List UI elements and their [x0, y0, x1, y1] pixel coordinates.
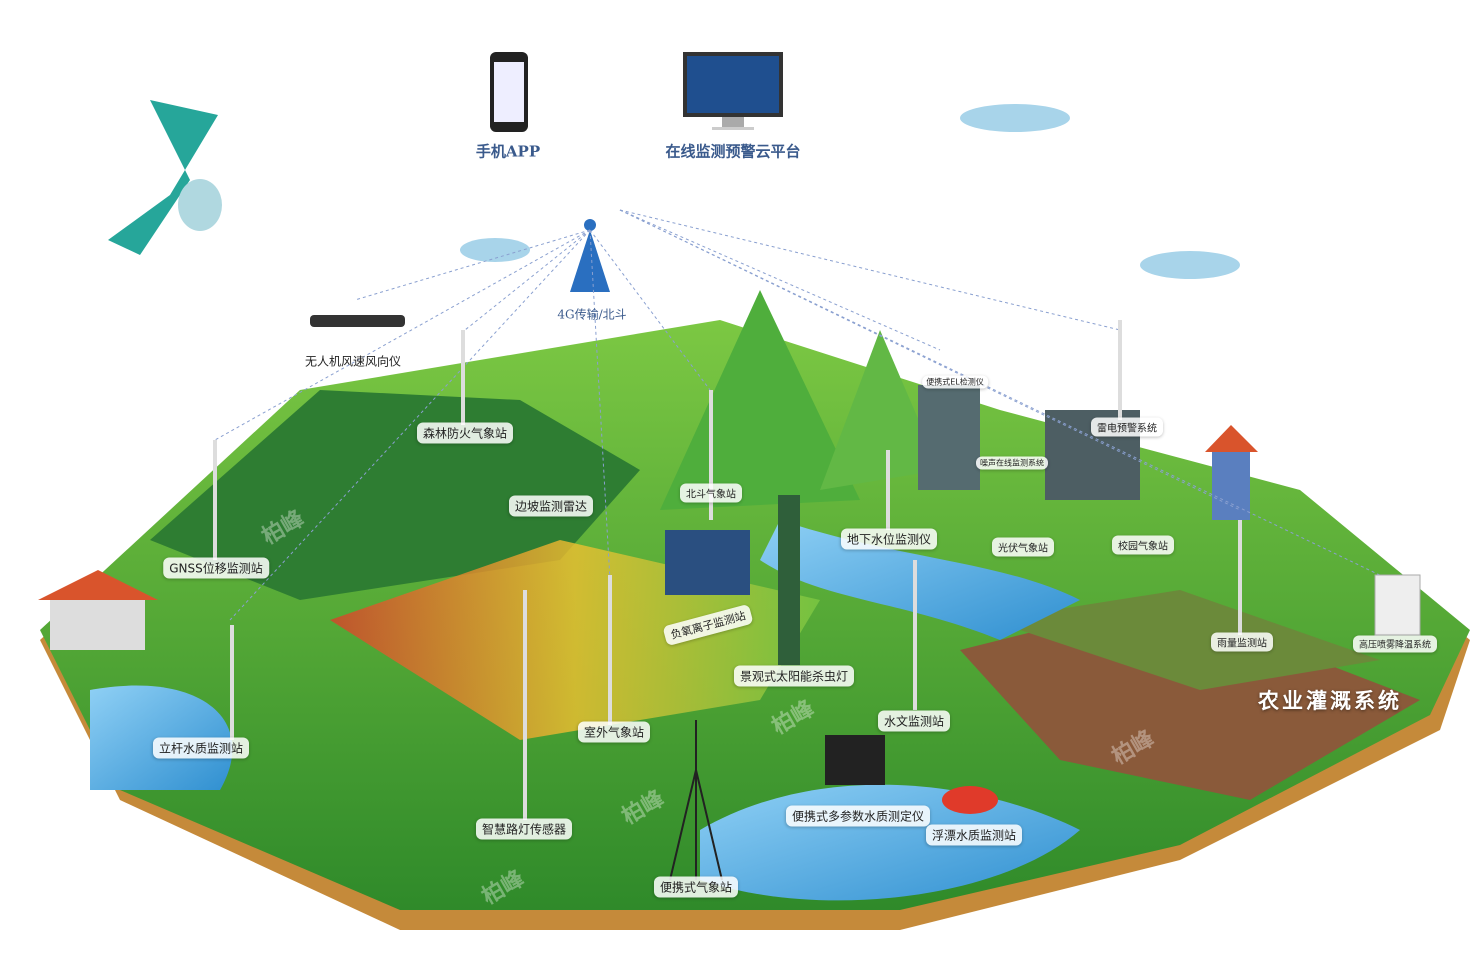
- forest-hill: [150, 390, 640, 600]
- farmland: [960, 600, 1420, 800]
- satellite-icon: [108, 100, 222, 255]
- cloud: [960, 104, 1070, 132]
- cloud: [1140, 251, 1240, 279]
- label-water-pole: 立杆水质监测站: [152, 737, 250, 759]
- label-campus: 校园气象站: [1112, 535, 1174, 555]
- label-forest: 森林防火气象站: [416, 422, 514, 444]
- crop-field: [990, 590, 1380, 690]
- label-drone: 无人机风速风向仪: [304, 354, 402, 369]
- mountain: [820, 330, 940, 490]
- drone-icon: [310, 315, 405, 327]
- spray-cabinet: [1374, 574, 1421, 636]
- label-outdoor: 室外气象站: [577, 721, 651, 743]
- house: [50, 595, 145, 650]
- tower-icon: [570, 219, 610, 292]
- label-lightning: 雷电预警系统: [1091, 417, 1163, 437]
- cloud-platform-label: 在线监测预警云平台: [665, 142, 801, 161]
- label-buoy: 浮漂水质监测站: [925, 824, 1023, 846]
- tower-label: 4G传输/北斗: [557, 307, 627, 322]
- label-rain: 雨量监测站: [1211, 632, 1273, 652]
- river: [760, 520, 1080, 640]
- mobile-app-label: 手机APP: [475, 142, 541, 161]
- windmill: [1212, 450, 1250, 520]
- label-groundwater: 地下水位监测仪: [840, 528, 938, 550]
- label-irrigation: 农业灌溉系统: [1258, 689, 1402, 713]
- label-insect: 景观式太阳能杀虫灯: [733, 665, 855, 687]
- label-portable-weather: 便携式气象站: [653, 876, 739, 898]
- cloud: [460, 238, 530, 262]
- signal-lines: [214, 209, 1391, 621]
- anion-display: [665, 530, 750, 595]
- label-gnss: GNSS位移监测站: [163, 557, 269, 579]
- building: [918, 385, 980, 490]
- monitoring-poles: [213, 320, 1242, 820]
- label-spray: 高压喷雾降温系统: [1352, 635, 1438, 653]
- insect-lamp: [778, 495, 800, 665]
- label-noise: 噪声在线监测系统: [976, 456, 1048, 470]
- label-streetlight: 智慧路灯传感器: [475, 818, 573, 840]
- label-portable-water: 便携式多参数水质测定仪: [785, 805, 931, 827]
- label-hydro: 水文监测站: [877, 710, 951, 732]
- label-beidou: 北斗气象站: [680, 483, 742, 503]
- label-el: 便携式EL检测仪: [922, 375, 988, 389]
- tripod: [669, 720, 723, 881]
- water-quality-case: [825, 735, 885, 785]
- buoy: [942, 786, 998, 814]
- label-pv: 光伏气象站: [992, 537, 1054, 557]
- label-slope: 边坡监测雷达: [508, 495, 594, 517]
